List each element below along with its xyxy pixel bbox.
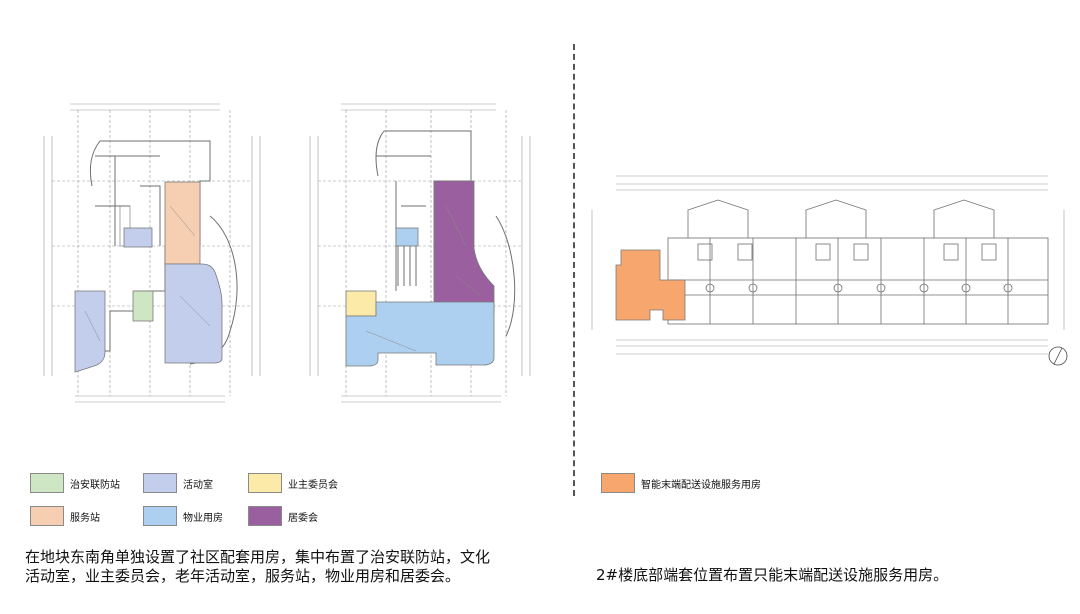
- legend-item-activity: 活动室: [143, 473, 213, 493]
- legend-swatch: [143, 473, 177, 493]
- floor-plan-2: [309, 103, 531, 403]
- legend-item-security: 治安联防站: [30, 473, 120, 493]
- legend-item-residents: 居委会: [248, 506, 318, 526]
- legend-swatch: [601, 473, 635, 493]
- legend-swatch: [248, 473, 282, 493]
- caption-right: 2#楼底部端套位置布置只能末端配送设施服务用房。: [596, 566, 949, 584]
- legend-label: 物业用房: [183, 512, 223, 524]
- legend-label: 治安联防站: [70, 479, 120, 491]
- legend-item-property: 物业用房: [143, 506, 223, 526]
- legend-item-delivery: 智能末端配送设施服务用房: [601, 473, 761, 493]
- legend-label: 活动室: [183, 479, 213, 491]
- legend-swatch: [248, 506, 282, 526]
- legend-item-service: 服务站: [30, 506, 100, 526]
- legend-label: 智能末端配送设施服务用房: [641, 479, 761, 491]
- legend-swatch: [143, 506, 177, 526]
- legend-item-owners: 业主委员会: [248, 473, 338, 493]
- legend-label: 服务站: [70, 512, 100, 524]
- section-divider: [573, 44, 575, 496]
- legend-swatch: [30, 473, 64, 493]
- legend-label: 居委会: [288, 512, 318, 524]
- floor-plan-1: [43, 103, 261, 403]
- legend-swatch: [30, 506, 64, 526]
- caption-left: 在地块东南角单独设置了社区配套用房，集中布置了治安联防站，文化活动室，业主委员会…: [25, 548, 491, 585]
- legend-label: 业主委员会: [288, 479, 338, 491]
- floor-plan-building-2: [591, 175, 1068, 366]
